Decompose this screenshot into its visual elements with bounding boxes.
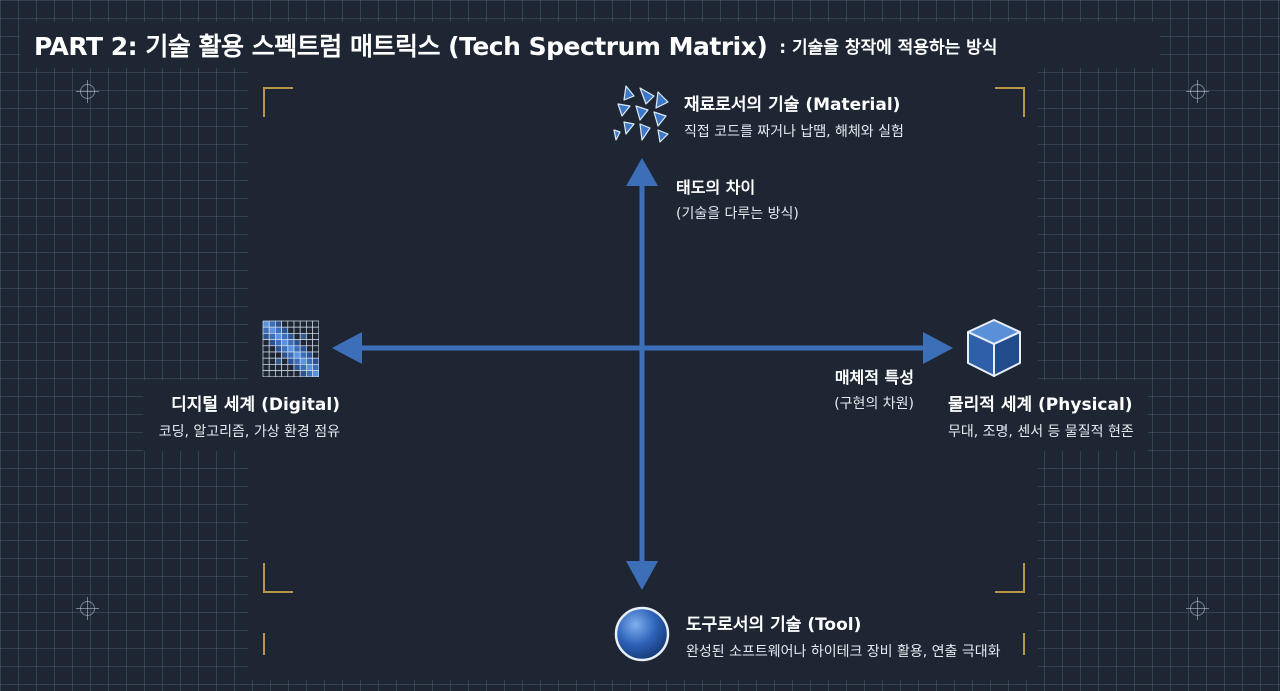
corner-bracket <box>263 87 293 117</box>
horizontal-axis-sub: (구현의 차원) <box>834 396 914 412</box>
arrowhead-left <box>332 332 362 364</box>
corner-bracket <box>263 633 293 655</box>
material-title: 재료로서의 기술 (Material) <box>684 95 901 115</box>
material-desc: 직접 코드를 짜거나 납땜, 해체와 실험 <box>684 124 904 140</box>
cube-icon <box>967 319 1021 377</box>
vertical-axis-name: 태도의 차이 <box>676 178 756 197</box>
physical-label: 물리적 세계 (Physical) 무대, 조명, 센서 등 물질적 현존 <box>938 380 1148 451</box>
page-subtitle: : 기술을 창작에 적용하는 방식 <box>779 37 998 58</box>
corner-bracket <box>263 563 293 593</box>
title-bar: PART 2: 기술 활용 스펙트럼 매트릭스 (Tech Spectrum M… <box>20 22 1160 68</box>
digital-label: 디지털 세계 (Digital) 코딩, 알고리즘, 가상 환경 점유 <box>142 380 354 451</box>
tool-title: 도구로서의 기술 (Tool) <box>686 615 862 635</box>
digital-title: 디지털 세계 (Digital) <box>171 395 340 415</box>
registration-mark-icon <box>1186 597 1209 620</box>
digital-desc: 코딩, 알고리즘, 가상 환경 점유 <box>158 424 340 440</box>
vertical-axis-sub: (기술을 다루는 방식) <box>676 206 799 222</box>
arrowhead-down <box>626 561 658 590</box>
vertical-axis-label: 태도의 차이 (기술을 다루는 방식) <box>676 174 799 223</box>
registration-mark-icon <box>76 597 99 620</box>
sphere-icon <box>614 606 670 662</box>
tool-desc: 완성된 소프트웨어나 하이테크 장비 활용, 연출 극대화 <box>686 644 1001 660</box>
horizontal-axis-label: 매체적 특성 (구현의 차원) <box>834 364 914 413</box>
registration-mark-icon <box>76 80 99 103</box>
arrowhead-up <box>626 158 658 186</box>
corner-bracket <box>995 87 1025 117</box>
arrowhead-right <box>923 332 953 364</box>
horizontal-axis-name: 매체적 특성 <box>834 368 914 387</box>
shattered-fragments-icon <box>613 85 669 143</box>
pixel-grid-icon <box>262 320 319 377</box>
physical-desc: 무대, 조명, 센서 등 물질적 현존 <box>948 424 1134 440</box>
registration-mark-icon <box>1186 80 1209 103</box>
page-title: PART 2: 기술 활용 스펙트럼 매트릭스 (Tech Spectrum M… <box>34 32 768 61</box>
tool-label: 도구로서의 기술 (Tool) 완성된 소프트웨어나 하이테크 장비 활용, 연… <box>676 602 1013 671</box>
material-label: 재료로서의 기술 (Material) 직접 코드를 짜거나 납땜, 해체와 실… <box>684 90 904 141</box>
corner-bracket <box>995 633 1025 655</box>
corner-bracket <box>995 563 1025 593</box>
physical-title: 물리적 세계 (Physical) <box>948 395 1133 415</box>
